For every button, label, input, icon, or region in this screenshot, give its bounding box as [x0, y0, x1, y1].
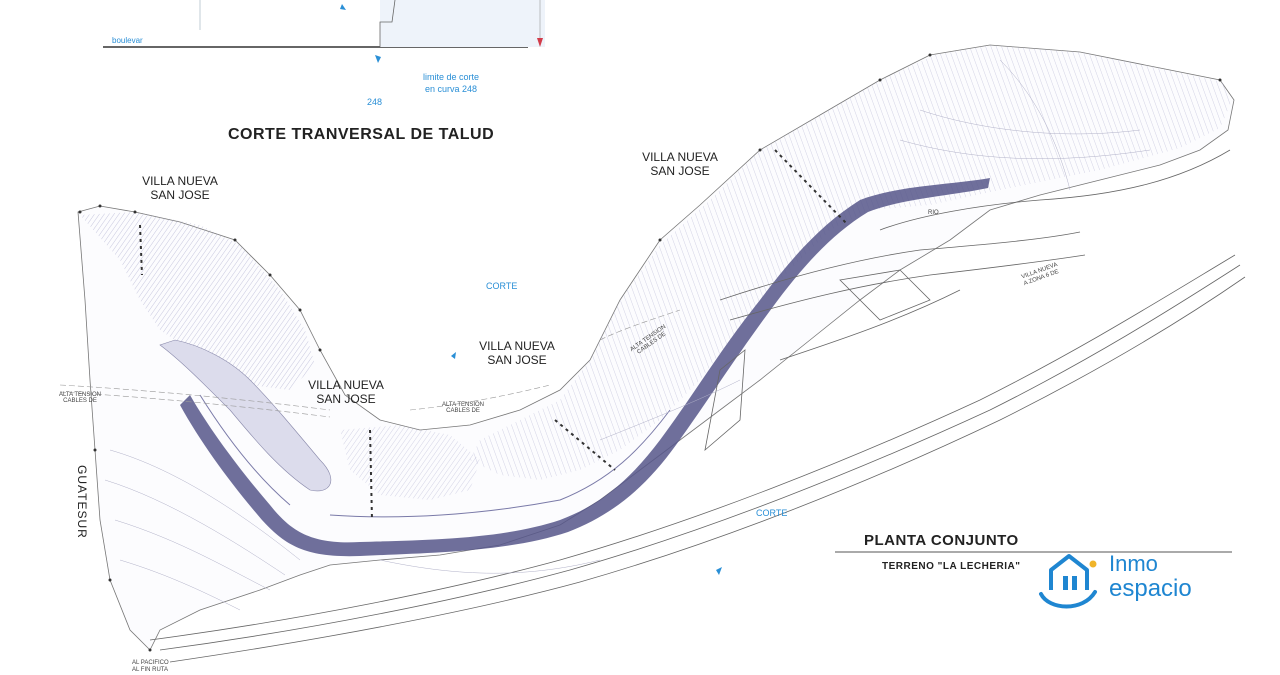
neighborhood-line1: VILLA NUEVA [479, 339, 555, 353]
power-line-label: ALTA TENSION CABLES DE [441, 402, 484, 414]
power-line-label: ALTA TENSION CABLES DE [58, 392, 101, 404]
survey-points [78, 53, 1222, 652]
neighborhood-line1: VILLA NUEVA [142, 174, 218, 188]
blue-arrow-icon [451, 352, 456, 359]
pacifico-line2: AL FIN RUTA [132, 667, 169, 673]
plan-title: PLANTA CONJUNTO [864, 532, 1019, 549]
neighborhood-line2: SAN JOSE [316, 392, 376, 406]
neighborhood-line1: VILLA NUEVA [642, 150, 718, 164]
neighborhood-line2: SAN JOSE [150, 188, 210, 202]
logo-word-bottom: espacio [1109, 575, 1192, 602]
neighborhood-label: VILLA NUEVA SAN JOSE [467, 339, 567, 367]
valley-contour [159, 339, 332, 492]
accent-dot-icon [1089, 560, 1097, 568]
logo-word-top: Inmo [1109, 551, 1158, 576]
cut-limit-line2: en curva 248 [424, 84, 478, 94]
blue-arrow-icon [375, 55, 381, 63]
section-title: CORTE TRANVERSAL DE TALUD [228, 126, 495, 143]
house-icon [1039, 554, 1097, 609]
neighborhood-label: VILLA NUEVA SAN JOSE [630, 150, 730, 178]
inmoespacio-logo: Inmo espacio [1035, 546, 1225, 610]
guatesur-label: GUATESUR [75, 465, 89, 539]
neighborhood-label: VILLA NUEVA SAN JOSE [130, 174, 230, 202]
pacifico-line1: AL PACIFICO [132, 660, 169, 666]
red-marker-icon [537, 38, 543, 47]
slope-area [340, 425, 480, 500]
neighborhood-line1: VILLA NUEVA [308, 378, 384, 392]
neighborhood-line2: SAN JOSE [650, 164, 710, 178]
slope-area [80, 212, 315, 390]
section-drawing [103, 0, 545, 63]
power-lines [59, 309, 681, 418]
street-label: boulevar [112, 36, 143, 45]
neighborhood-label: VILLA NUEVA SAN JOSE [296, 378, 396, 406]
slope-area [470, 45, 1232, 480]
river-label: RIO [928, 210, 939, 216]
plan-subtitle: TERRENO "LA LECHERIA" [882, 561, 1021, 572]
cut-band [180, 178, 990, 557]
pacifico-label: AL PACIFICO AL FIN RUTA [132, 660, 169, 674]
cut-band-edge [199, 394, 671, 518]
cut-limit-label: limite de corte en curva 248 [423, 71, 479, 95]
cut-limit-line1: limite de corte [423, 72, 480, 82]
corte-label: CORTE [756, 508, 788, 518]
blue-arrow-icon [716, 567, 722, 575]
section-cut-lines [139, 149, 849, 521]
roads [149, 149, 1246, 663]
level-label: 248 [367, 97, 383, 107]
contour-lines [104, 59, 1151, 611]
corte-label: CORTE [486, 281, 518, 291]
neighborhood-line2: SAN JOSE [487, 353, 547, 367]
blue-arrow-icon [340, 4, 346, 10]
